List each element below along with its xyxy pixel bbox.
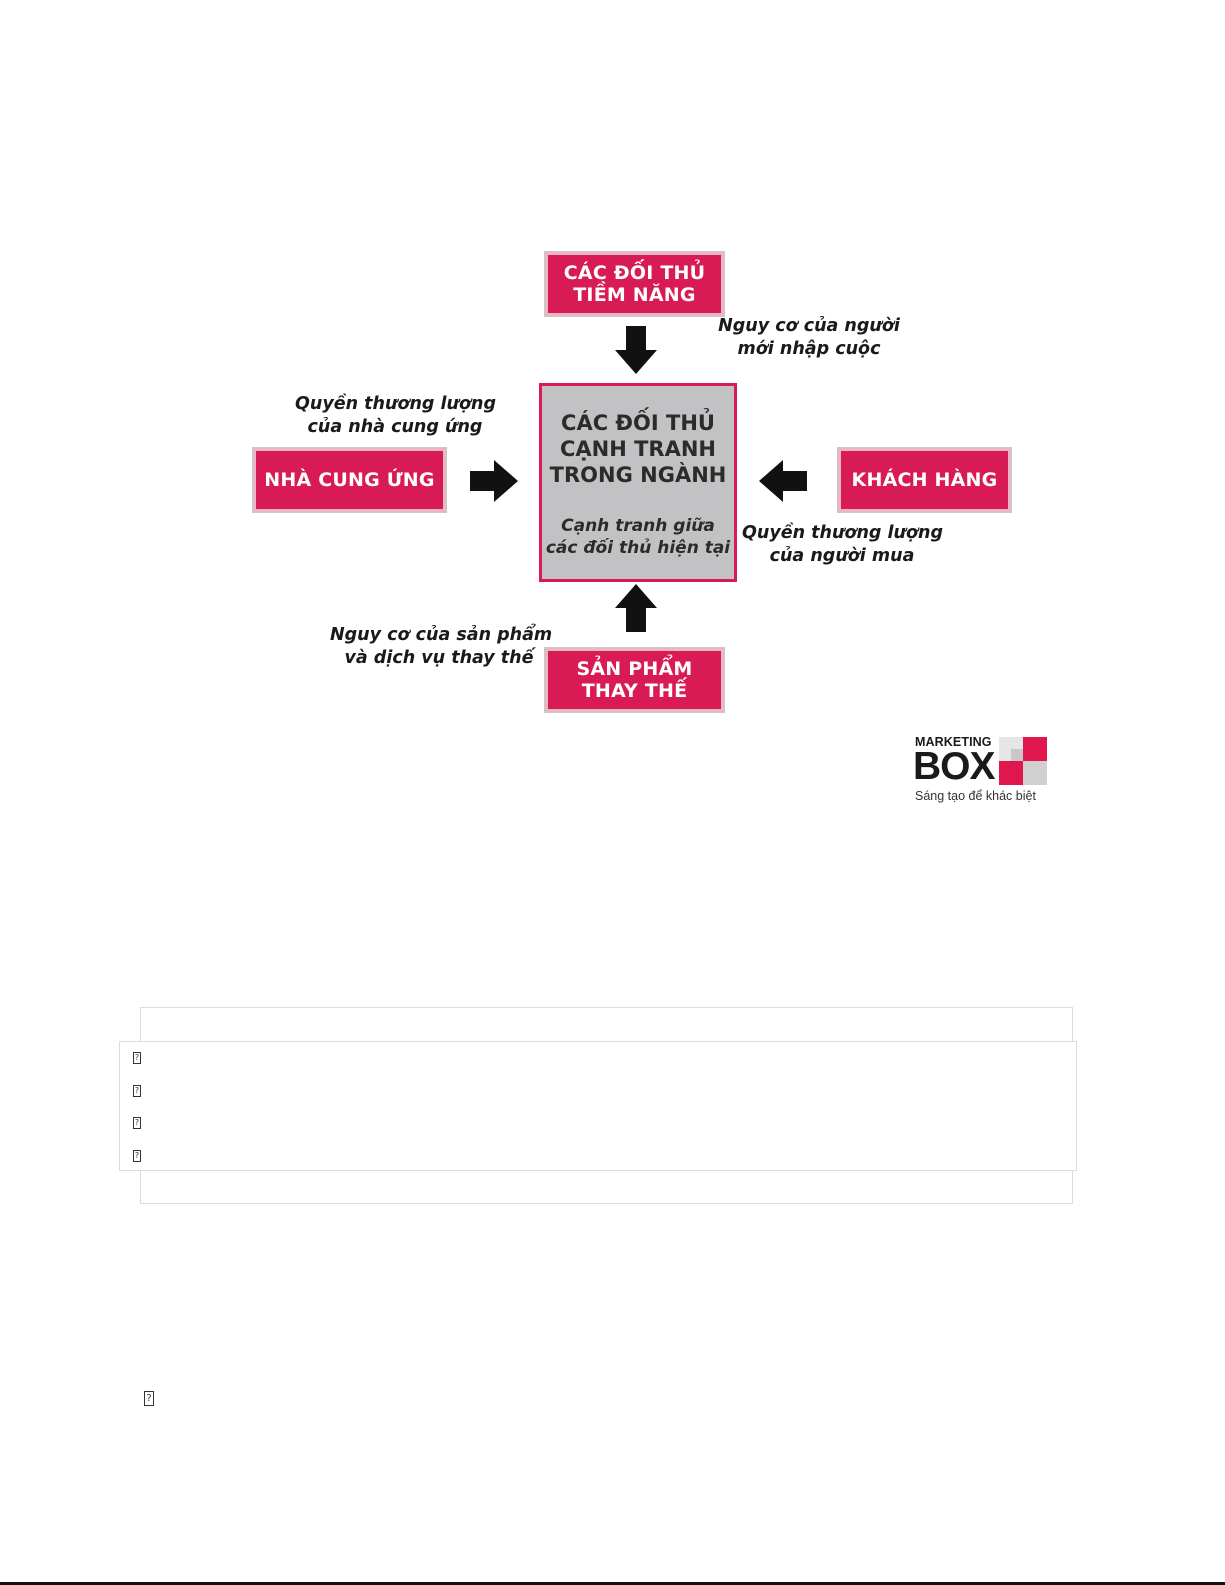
center-title-line-2: CẠNH TRANH — [559, 437, 717, 461]
box-substitutes-line-1: SẢN PHẨM — [576, 658, 693, 680]
label-new-entrants-line-1: Nguy cơ của người — [718, 316, 900, 336]
bullet-item-4: ? — [133, 1145, 141, 1162]
bullet-item-2: ? — [133, 1080, 141, 1097]
label-new-entrants-line-2: mới nhập cuộc — [737, 339, 881, 359]
arrow-right-icon — [470, 460, 518, 502]
box-suppliers: NHÀ CUNG ỨNG — [253, 448, 446, 512]
label-new-entrants: Nguy cơ của người mới nhập cuộc — [718, 315, 900, 361]
center-box-industry-competitors: CÁC ĐỐI THỦ CẠNH TRANH TRONG NGÀNH Cạnh … — [539, 383, 737, 582]
label-supplier-power-line-1: Quyền thương lượng — [295, 394, 497, 414]
label-substitutes-threat-line-2: và dịch vụ thay thế — [344, 648, 534, 668]
arrow-down-icon — [615, 326, 657, 374]
label-substitutes-threat-line-1: Nguy cơ của sản phẩm — [330, 625, 553, 645]
box-suppliers-label: NHÀ CUNG ỨNG — [264, 469, 435, 491]
missing-glyph-icon: ? — [144, 1391, 154, 1406]
missing-glyph-icon: ? — [133, 1117, 141, 1129]
label-buyer-power: Quyền thương lượng của người mua — [742, 522, 944, 568]
center-title: CÁC ĐỐI THỦ CẠNH TRANH TRONG NGÀNH — [542, 410, 734, 488]
box-potential-competitors-line-1: CÁC ĐỐI THỦ — [563, 262, 706, 284]
logo-checker-icon — [999, 737, 1047, 785]
box-customers-label: KHÁCH HÀNG — [851, 469, 998, 491]
missing-glyph-icon: ? — [133, 1150, 141, 1162]
box-potential-competitors: CÁC ĐỐI THỦ TIỀM NĂNG — [545, 252, 724, 316]
box-substitutes-line-2: THAY THẾ — [581, 680, 688, 702]
center-subtitle-line-1: Cạnh tranh giữa — [561, 516, 715, 536]
bullet-item-1: ? — [133, 1047, 141, 1064]
label-supplier-power: Quyền thương lượng của nhà cung ứng — [295, 393, 497, 439]
box-customers: KHÁCH HÀNG — [838, 448, 1011, 512]
label-buyer-power-line-1: Quyền thương lượng — [742, 523, 944, 543]
label-supplier-power-line-2: của nhà cung ứng — [307, 417, 483, 437]
missing-glyph-icon: ? — [133, 1085, 141, 1097]
box-potential-competitors-line-2: TIỀM NĂNG — [573, 284, 696, 306]
page-bottom-rule — [0, 1582, 1225, 1585]
arrow-left-icon — [759, 460, 807, 502]
label-substitutes-threat: Nguy cơ của sản phẩm và dịch vụ thay thế — [330, 624, 553, 670]
missing-glyph-icon: ? — [133, 1052, 141, 1064]
label-buyer-power-line-2: của người mua — [769, 546, 915, 566]
frame-bullets — [119, 1041, 1077, 1171]
center-title-line-3: TRONG NGÀNH — [549, 463, 727, 487]
center-subtitle: Cạnh tranh giữa các đối thủ hiện tại — [542, 515, 734, 559]
bullet-item-3: ? — [133, 1112, 141, 1129]
logo-tagline: Sáng tạo để khác biệt — [915, 789, 1036, 803]
logo-marketing-text: MARKETING — [915, 735, 992, 749]
box-substitutes: SẢN PHẨM THAY THẾ — [545, 648, 724, 712]
footer-bullet: ? — [144, 1388, 154, 1406]
arrow-up-icon — [615, 584, 657, 632]
marketing-box-logo: MARKETING BOX Sáng tạo để khác biệt — [913, 735, 1055, 805]
logo-box-text: BOX — [913, 745, 996, 788]
center-subtitle-line-2: các đối thủ hiện tại — [545, 538, 731, 558]
center-title-line-1: CÁC ĐỐI THỦ — [561, 411, 715, 435]
